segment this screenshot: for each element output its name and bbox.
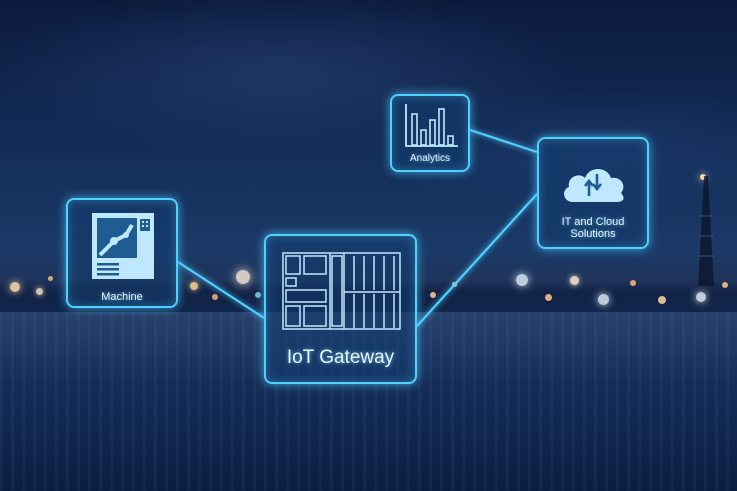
bokeh-light bbox=[236, 270, 250, 284]
bokeh-light bbox=[700, 174, 706, 180]
edge-analytics-cloud bbox=[469, 128, 538, 154]
bokeh-light bbox=[48, 276, 53, 281]
bokeh-light bbox=[516, 274, 528, 286]
gateway-label: IoT Gateway bbox=[286, 347, 395, 368]
bokeh-light bbox=[255, 292, 261, 298]
cloud-label-line-1: IT and Cloud bbox=[561, 216, 625, 228]
cloud-label-line-2: Solutions bbox=[570, 228, 616, 240]
bokeh-light bbox=[36, 288, 43, 295]
bokeh-light bbox=[696, 292, 706, 302]
bokeh-light bbox=[10, 282, 20, 292]
bokeh-light bbox=[545, 294, 552, 301]
bokeh-light bbox=[598, 294, 609, 305]
industrial-tower-silhouette bbox=[698, 176, 714, 286]
machine-label: Machine bbox=[101, 291, 143, 303]
bokeh-light bbox=[722, 282, 728, 288]
bokeh-light bbox=[190, 282, 198, 290]
gateway-rack-icon bbox=[282, 252, 401, 330]
edge-machine-gateway bbox=[177, 261, 265, 319]
bokeh-light bbox=[430, 292, 436, 298]
edge-gateway-cloud bbox=[416, 193, 538, 327]
analytics-label: Analytics bbox=[409, 153, 450, 164]
bokeh-light bbox=[570, 276, 579, 285]
machine-robot-arm-icon bbox=[92, 213, 154, 279]
iot-gateway-node: IoT Gateway bbox=[264, 234, 417, 384]
machine-node: Machine bbox=[66, 198, 178, 308]
bokeh-light bbox=[212, 294, 218, 300]
cloud-solutions-node: IT and Cloud Solutions bbox=[537, 137, 649, 249]
bokeh-light bbox=[630, 280, 636, 286]
bar-chart-icon bbox=[405, 104, 458, 147]
bokeh-light bbox=[658, 296, 666, 304]
cloud-sync-icon bbox=[564, 169, 624, 202]
analytics-node: Analytics bbox=[390, 94, 470, 172]
